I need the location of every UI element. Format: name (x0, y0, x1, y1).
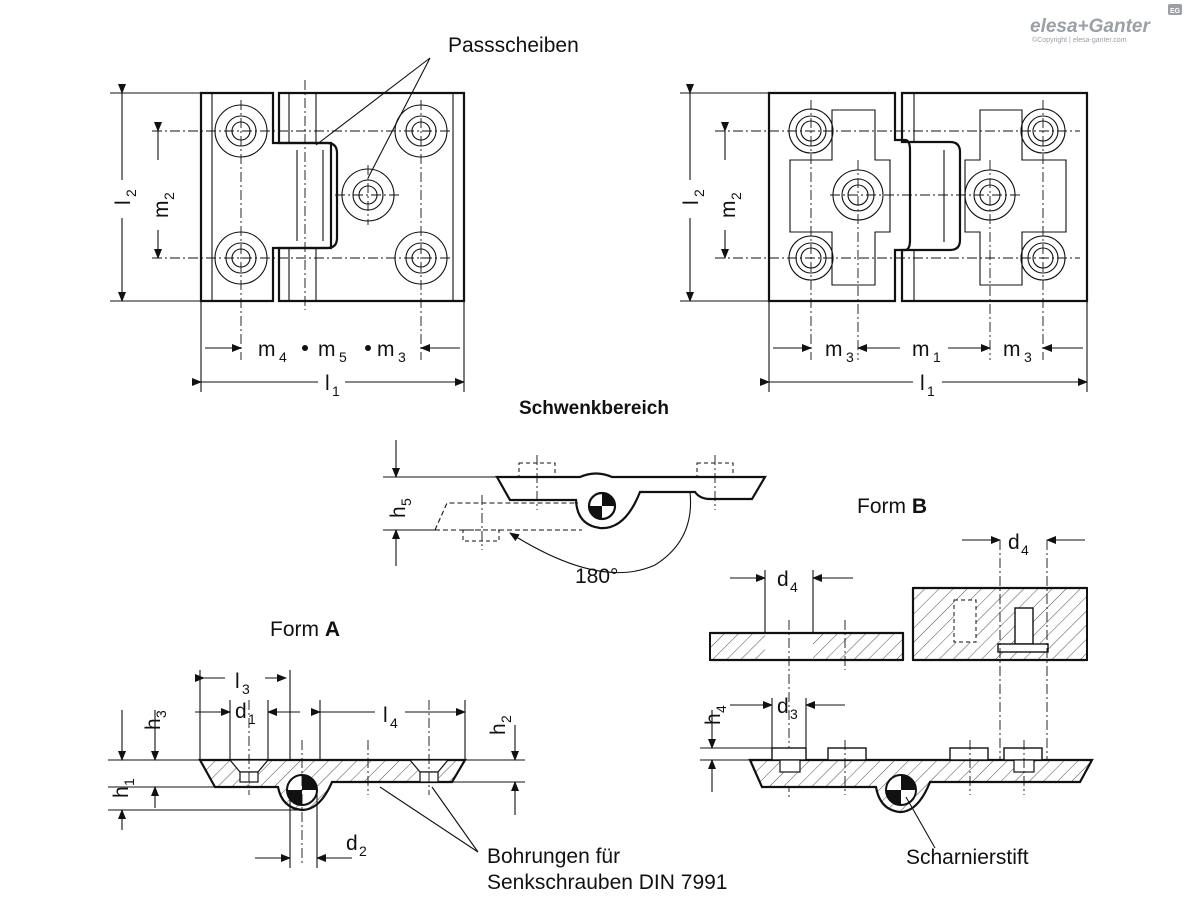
svg-text:h: h (142, 718, 165, 730)
svg-text:3: 3 (398, 349, 406, 365)
svg-text:EG: EG (1170, 8, 1181, 15)
svg-text:l: l (920, 372, 925, 395)
angle-label: 180° (575, 565, 618, 588)
svg-text:d: d (777, 695, 789, 718)
passscheiben-label: Passscheiben (448, 34, 579, 57)
svg-text:1: 1 (121, 778, 137, 786)
svg-text:m: m (377, 338, 395, 361)
svg-text:d: d (346, 832, 358, 855)
svg-text:m: m (825, 338, 843, 361)
svg-text:elesa+Ganter: elesa+Ganter (1030, 16, 1151, 37)
svg-text:2: 2 (691, 189, 707, 197)
hole-threaded (788, 108, 1066, 281)
svg-text:1: 1 (248, 711, 256, 727)
bohrungen-label: Bohrungen für (487, 845, 620, 868)
svg-text:d: d (777, 568, 789, 591)
form-b-label: Form B (857, 495, 927, 518)
svg-text:m: m (150, 201, 173, 219)
svg-text:m: m (717, 201, 740, 219)
svg-text:1: 1 (927, 383, 935, 399)
svg-text:h: h (702, 713, 725, 725)
svg-text:5: 5 (339, 349, 347, 365)
svg-text:d: d (235, 700, 247, 723)
svg-text:2: 2 (498, 715, 514, 723)
scharnierstift-label: Scharnierstift (906, 846, 1029, 869)
svg-text:4: 4 (790, 579, 798, 595)
svg-text:2: 2 (123, 189, 139, 197)
form-a-label: Form A (270, 618, 340, 641)
svg-text:2: 2 (359, 843, 367, 859)
svg-text:d: d (1008, 531, 1020, 554)
svg-text:4: 4 (390, 715, 398, 731)
svg-text:l: l (325, 372, 330, 395)
svg-text:m: m (318, 338, 336, 361)
svg-text:m: m (258, 338, 276, 361)
svg-text:l: l (235, 670, 240, 693)
svg-text:3: 3 (846, 349, 854, 365)
svg-text:3: 3 (242, 681, 250, 697)
svg-text:©Copyright | elesa-ganter.com: ©Copyright | elesa-ganter.com (1032, 36, 1127, 44)
svg-text:l: l (112, 200, 135, 205)
svg-text:h: h (487, 723, 510, 735)
svg-text:m: m (1003, 338, 1021, 361)
schwenkbereich-title: Schwenkbereich (519, 398, 669, 419)
swing-range-view: Schwenkbereich h5 180° (383, 398, 767, 588)
svg-text:1: 1 (933, 349, 941, 365)
svg-text:3: 3 (790, 706, 798, 722)
brand-logo: elesa+Ganter ©Copyright | elesa-ganter.c… (1030, 4, 1182, 44)
svg-text:1: 1 (332, 383, 340, 399)
svg-text:h: h (110, 786, 133, 798)
svg-text:5: 5 (398, 498, 414, 506)
svg-text:Senkschrauben DIN 7991: Senkschrauben DIN 7991 (487, 871, 728, 894)
svg-text:2: 2 (161, 192, 177, 200)
svg-text:3: 3 (1024, 349, 1032, 365)
svg-text:4: 4 (1021, 542, 1029, 558)
svg-text:2: 2 (728, 192, 744, 200)
svg-text:3: 3 (153, 710, 169, 718)
svg-text:l: l (383, 704, 388, 727)
svg-text:4: 4 (713, 705, 729, 713)
svg-text:h: h (387, 506, 410, 518)
svg-text:4: 4 (279, 349, 287, 365)
svg-text:l: l (680, 200, 703, 205)
svg-text:m: m (912, 338, 930, 361)
